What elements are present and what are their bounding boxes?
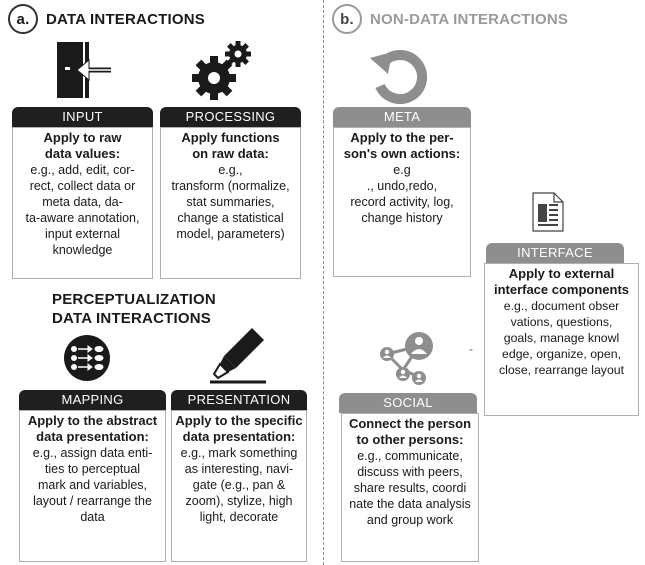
section-a-title: DATA INTERACTIONS <box>46 10 205 28</box>
section-b-header: b. NON-DATA INTERACTIONS <box>332 4 568 34</box>
meta-lead: Apply to the per- son's own actions: <box>343 130 461 161</box>
section-a-letter: a. <box>8 4 38 34</box>
section-b-letter: b. <box>332 4 362 34</box>
perceptualization-title: PERCEPTUALIZATION DATA INTERACTIONS <box>52 290 216 328</box>
gears-icon <box>192 41 251 100</box>
perceptualization-line1: PERCEPTUALIZATION <box>52 291 216 308</box>
section-divider <box>323 0 324 565</box>
input-box: Apply to raw data values: e.g., add, edi… <box>12 127 153 279</box>
stray-mark: - <box>469 342 473 356</box>
interface-lead: Apply to external interface components <box>493 266 630 297</box>
processing-lead: Apply functions on raw data: <box>181 130 280 161</box>
highlighter-icon <box>210 328 266 384</box>
processing-body: e.g., transform (normalize, stat summari… <box>171 163 290 241</box>
processing-label: PROCESSING <box>160 107 301 127</box>
processing-box: Apply functions on raw data: e.g., trans… <box>160 127 301 279</box>
input-label: INPUT <box>12 107 153 127</box>
presentation-box: Apply to the specific data presentation:… <box>171 410 307 562</box>
meta-box: Apply to the per- son's own actions: e.g… <box>333 127 471 277</box>
input-lead: Apply to raw data values: <box>43 130 122 161</box>
social-lead: Connect the person to other persons: <box>348 416 472 447</box>
social-box: Connect the person to other persons: e.g… <box>341 413 479 562</box>
social-body: e.g., communicate, discuss with peers, s… <box>349 449 471 527</box>
interface-body: e.g., document obser vations, questions,… <box>498 299 625 377</box>
social-label: SOCIAL <box>339 393 477 413</box>
mapping-label: MAPPING <box>19 390 166 410</box>
meta-label: META <box>333 107 471 127</box>
mapping-circle-icon <box>64 335 110 381</box>
undo-arrow-icon <box>370 50 428 104</box>
presentation-body: e.g., mark something as interesting, nav… <box>180 446 298 524</box>
mapping-lead: Apply to the abstract data presentation: <box>27 413 158 444</box>
meta-body: e.g ., undo,redo, record activity, log, … <box>350 163 454 225</box>
mapping-box: Apply to the abstract data presentation:… <box>19 410 166 562</box>
enter-door-icon <box>57 42 111 98</box>
document-icon <box>532 192 564 232</box>
interface-box: Apply to external interface components e… <box>484 263 639 416</box>
social-network-icon <box>380 332 433 385</box>
input-body: e.g., add, edit, cor- rect, collect data… <box>25 163 140 257</box>
interface-label: INTERFACE <box>486 243 624 263</box>
perceptualization-line2: DATA INTERACTIONS <box>52 310 211 327</box>
presentation-label: PRESENTATION <box>171 390 307 410</box>
section-b-title: NON-DATA INTERACTIONS <box>370 10 569 28</box>
presentation-lead: Apply to the specific data presentation: <box>175 413 303 444</box>
section-a-header: a. DATA INTERACTIONS <box>8 4 205 34</box>
mapping-body: e.g., assign data enti- ties to perceptu… <box>32 446 153 524</box>
